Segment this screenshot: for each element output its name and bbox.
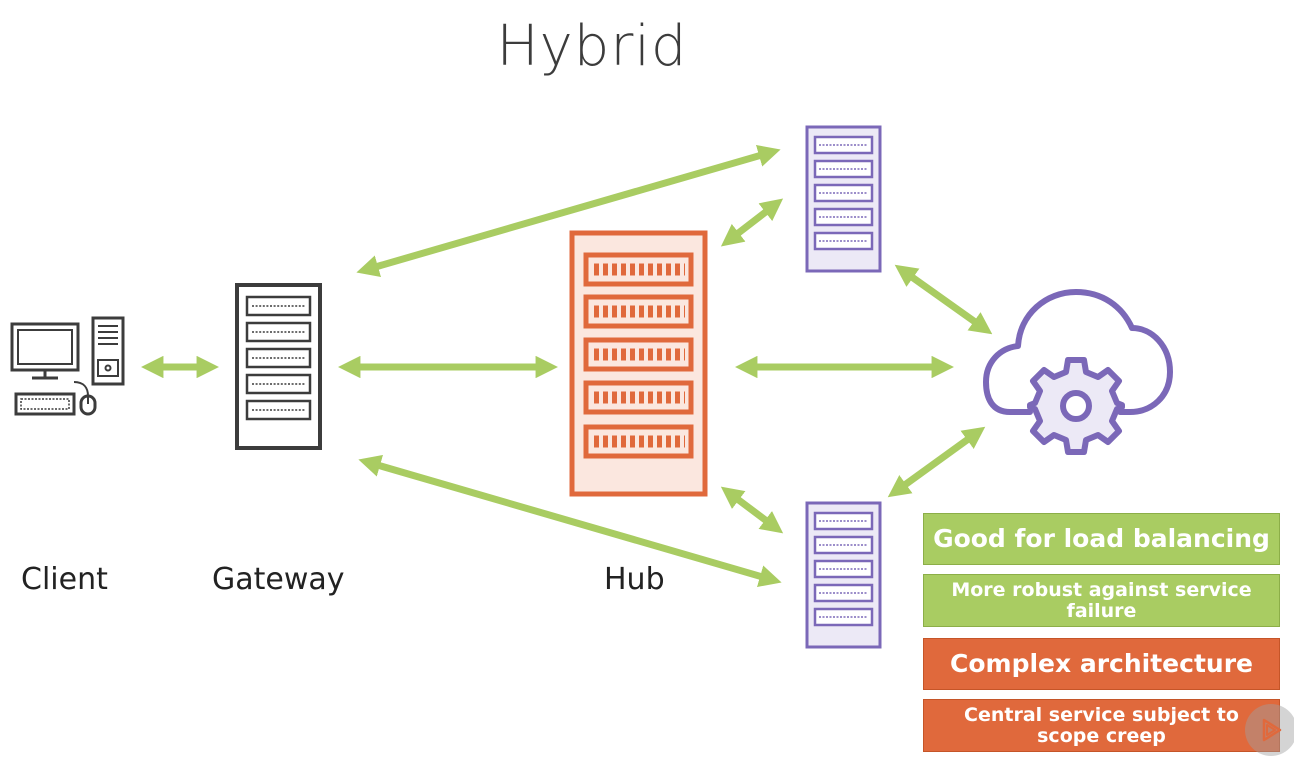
play-icon [1262, 718, 1282, 742]
client-label: Client [21, 562, 108, 597]
con-note-complex: Complex architecture [923, 638, 1280, 690]
pro-note-robust: More robust against service failure [923, 574, 1280, 627]
gateway-label: Gateway [212, 562, 345, 597]
server-rack-icon [235, 283, 322, 450]
diagram-title: Hybrid [496, 14, 688, 79]
arrow-hub-service-top [720, 198, 784, 247]
cloud-gear-icon [983, 289, 1173, 455]
arrow-gateway-service-bottom [358, 454, 782, 588]
server-rack-icon [805, 125, 882, 273]
desktop-computer-icon [10, 316, 125, 416]
arrow-hub-service-bottom [720, 486, 784, 534]
hub-label: Hub [604, 562, 665, 597]
server-rack-icon [805, 501, 882, 649]
pro-note-load-balancing: Good for load balancing [923, 513, 1280, 565]
play-button[interactable] [1245, 704, 1294, 756]
arrow-gateway-service-top [356, 144, 781, 278]
arrow-cloud-service-bottom [887, 426, 986, 498]
server-rack-icon [569, 230, 708, 497]
con-note-scope-creep: Central service subject to scope creep [923, 699, 1280, 752]
arrow-service-top-cloud [894, 264, 993, 335]
